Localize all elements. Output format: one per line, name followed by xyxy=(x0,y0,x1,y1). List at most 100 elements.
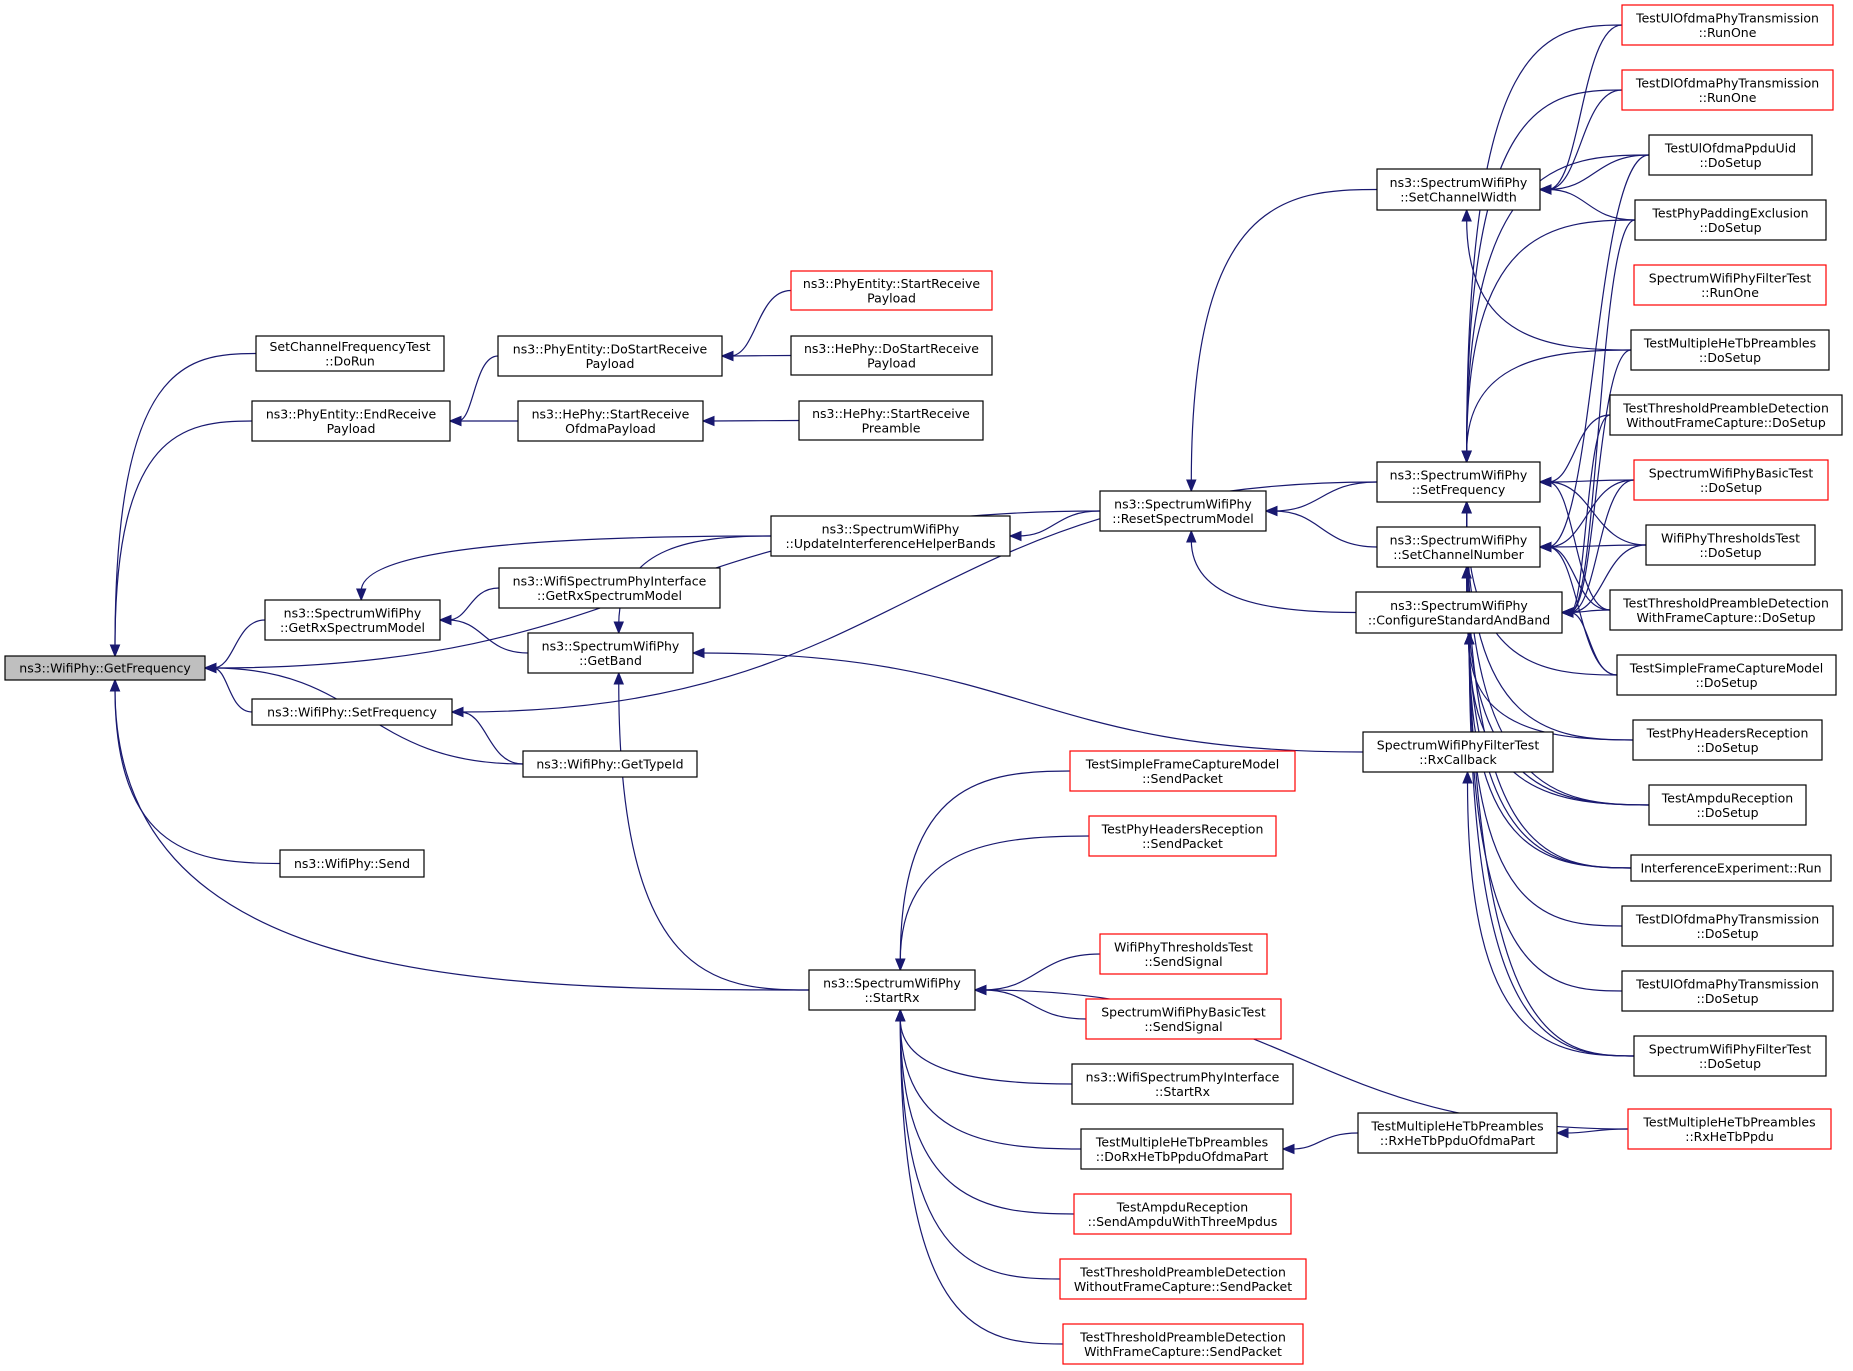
node-box xyxy=(798,400,984,441)
node-label: ::DoSetup xyxy=(1699,155,1761,170)
node-label: ns3::WifiPhy::GetTypeId xyxy=(536,757,683,772)
node-label: ns3::SpectrumWifiPhy xyxy=(1114,496,1252,511)
node-label: SpectrumWifiPhyFilterTest xyxy=(1649,1041,1812,1056)
node-ppe-ds[interactable]: TestPhyPaddingExclusion::DoSetup xyxy=(1634,199,1827,241)
node-wsf[interactable]: ns3::WifiPhy::SetFrequency xyxy=(251,698,453,726)
node-label: ns3::WifiPhy::GetFrequency xyxy=(19,661,191,676)
node-box xyxy=(527,632,694,674)
node-label: ::RunOne xyxy=(1699,90,1757,105)
node-mhtp-dorx[interactable]: TestMultipleHeTbPreambles::DoRxHeTbPpduO… xyxy=(1080,1128,1284,1170)
call-edge xyxy=(1461,349,1632,464)
call-edge xyxy=(1555,1127,1629,1139)
node-label: TestUlOfdmaPpduUid xyxy=(1664,140,1796,155)
node-label: ::RunOne xyxy=(1701,285,1759,300)
call-edge xyxy=(1186,529,1357,614)
node-sfcm-sp[interactable]: TestSimpleFrameCaptureModel::SendPacket xyxy=(1069,750,1296,792)
node-box xyxy=(1609,589,1843,631)
node-box xyxy=(1621,905,1834,947)
node-label: ::SendPacket xyxy=(1142,836,1223,851)
node-scn[interactable]: ns3::SpectrumWifiPhy::SetChannelNumber xyxy=(1376,526,1541,568)
call-edge xyxy=(1560,607,1618,676)
node-box xyxy=(1632,719,1823,761)
node-gti[interactable]: ns3::WifiPhy::GetTypeId xyxy=(522,750,698,778)
arrow-head xyxy=(1281,1143,1295,1155)
node-swpft-rxcb[interactable]: SpectrumWifiPhyFilterTest::RxCallback xyxy=(1362,731,1554,773)
node-ul-ds[interactable]: TestUlOfdmaPhyTransmission::DoSetup xyxy=(1621,970,1834,1012)
node-label: ::DoSetup xyxy=(1696,740,1758,755)
node-phr-ds[interactable]: TestPhyHeadersReception::DoSetup xyxy=(1632,719,1823,761)
node-box xyxy=(1634,199,1827,241)
node-label: Payload xyxy=(327,421,376,436)
node-dl-ds[interactable]: TestDlOfdmaPhyTransmission::DoSetup xyxy=(1621,905,1834,947)
node-label: WithFrameCapture::DoSetup xyxy=(1636,610,1815,625)
node-label: SpectrumWifiPhyBasicTest xyxy=(1649,465,1814,480)
node-rsm[interactable]: ns3::SpectrumWifiPhy::ResetSpectrumModel xyxy=(1099,490,1267,532)
node-csab[interactable]: ns3::SpectrumWifiPhy::ConfigureStandardA… xyxy=(1355,591,1563,634)
node-swpft-ds[interactable]: SpectrumWifiPhyFilterTest::DoSetup xyxy=(1633,1035,1827,1077)
call-nodes: ns3::WifiPhy::GetFrequency SetChannelFreq… xyxy=(4,4,1843,1365)
node-ar-ds[interactable]: TestAmpduReception::DoSetup xyxy=(1648,784,1807,826)
node-ie-run[interactable]: InterferenceExperiment::Run xyxy=(1630,854,1832,882)
node-getband[interactable]: ns3::SpectrumWifiPhy::GetBand xyxy=(527,632,694,674)
call-edge xyxy=(895,770,1071,972)
node-swpbt-ds[interactable]: SpectrumWifiPhyBasicTest::DoSetup xyxy=(1633,459,1829,501)
node-wpt-ss[interactable]: WifiPhyThresholdsTest::SendSignal xyxy=(1099,933,1268,975)
node-phr-sp[interactable]: TestPhyHeadersReception::SendPacket xyxy=(1088,815,1277,857)
node-sfcm-ds[interactable]: TestSimpleFrameCaptureModel::DoSetup xyxy=(1616,654,1837,696)
node-label: TestMultipleHeTbPreambles xyxy=(1642,1114,1815,1129)
node-label: Payload xyxy=(867,290,916,305)
arrow-head xyxy=(450,706,464,718)
call-edge xyxy=(1538,24,1623,195)
node-mhtp-ds[interactable]: TestMultipleHeTbPreambles::DoSetup xyxy=(1630,329,1830,371)
call-edge xyxy=(895,1008,1061,1280)
node-startrx[interactable]: ns3::SpectrumWifiPhy::StartRx xyxy=(808,969,976,1011)
node-box xyxy=(790,270,993,311)
node-label: WithoutFrameCapture::SendPacket xyxy=(1074,1279,1292,1294)
node-sf[interactable]: ns3::SpectrumWifiPhy::SetFrequency xyxy=(1376,461,1541,503)
node-wspi-srx[interactable]: ns3::WifiSpectrumPhyInterface::StartRx xyxy=(1071,1063,1294,1105)
call-edge xyxy=(1560,349,1632,618)
node-wpt-ds[interactable]: WifiPhyThresholdsTest::DoSetup xyxy=(1645,524,1816,566)
node-ulpu-ds[interactable]: TestUlOfdmaPpduUid::DoSetup xyxy=(1648,134,1813,176)
arrow-head xyxy=(1461,565,1472,579)
node-uihb[interactable]: ns3::SpectrumWifiPhy::UpdateInterference… xyxy=(770,515,1011,557)
node-label: ::DoSetup xyxy=(1699,545,1761,560)
node-wspi-grsm[interactable]: ns3::WifiSpectrumPhyInterface::GetRxSpec… xyxy=(498,567,721,609)
node-label: ns3::HePhy::StartReceive xyxy=(532,406,690,421)
node-tpd-wo-sp[interactable]: TestThresholdPreambleDetectionWithoutFra… xyxy=(1059,1258,1307,1300)
arrow-head xyxy=(203,662,217,674)
node-root[interactable]: ns3::WifiPhy::GetFrequency xyxy=(4,655,206,681)
node-label: ::SendSignal xyxy=(1144,1019,1222,1034)
node-mhtp-rx[interactable]: TestMultipleHeTbPreambles::RxHeTbPpdu xyxy=(1627,1108,1832,1150)
node-label: ::SetFrequency xyxy=(1412,482,1506,497)
node-tpd-w-sp[interactable]: TestThresholdPreambleDetectionWithFrameC… xyxy=(1062,1323,1304,1365)
node-label: TestMultipleHeTbPreambles xyxy=(1095,1134,1268,1149)
node-tpd-wo-ds[interactable]: TestThresholdPreambleDetectionWithoutFra… xyxy=(1609,394,1843,436)
node-label: ns3::SpectrumWifiPhy xyxy=(284,605,422,620)
arrow-head xyxy=(1008,530,1022,542)
node-send[interactable]: ns3::WifiPhy::Send xyxy=(279,849,425,878)
node-scw[interactable]: ns3::SpectrumWifiPhy::SetChannelWidth xyxy=(1376,168,1541,211)
node-box xyxy=(1648,134,1813,176)
node-mhtp-rxpart[interactable]: TestMultipleHeTbPreambles::RxHeTbPpduOfd… xyxy=(1357,1112,1558,1154)
node-box xyxy=(279,849,425,878)
node-label: ::DoSetup xyxy=(1696,805,1758,820)
node-ul-runone[interactable]: TestUlOfdmaPhyTransmission::RunOne xyxy=(1621,4,1834,46)
node-box xyxy=(1071,1063,1294,1105)
node-swpbt-ss[interactable]: SpectrumWifiPhyBasicTest::SendSignal xyxy=(1085,998,1282,1040)
node-tpd-w-ds[interactable]: TestThresholdPreambleDetectionWithFrameC… xyxy=(1609,589,1843,631)
node-scft[interactable]: SetChannelFrequencyTest::DoRun xyxy=(255,335,445,372)
node-ar-samp[interactable]: TestAmpduReception::SendAmpduWithThreeMp… xyxy=(1073,1193,1292,1235)
node-swpft-r1[interactable]: SpectrumWifiPhyFilterTest::RunOne xyxy=(1633,264,1827,306)
node-dl-runone[interactable]: TestDlOfdmaPhyTransmission::RunOne xyxy=(1621,69,1834,111)
node-box xyxy=(790,335,993,376)
node-grsm[interactable]: ns3::SpectrumWifiPhy::GetRxSpectrumModel xyxy=(264,599,441,641)
arrow-head xyxy=(613,671,624,685)
call-edge xyxy=(1281,1132,1359,1155)
